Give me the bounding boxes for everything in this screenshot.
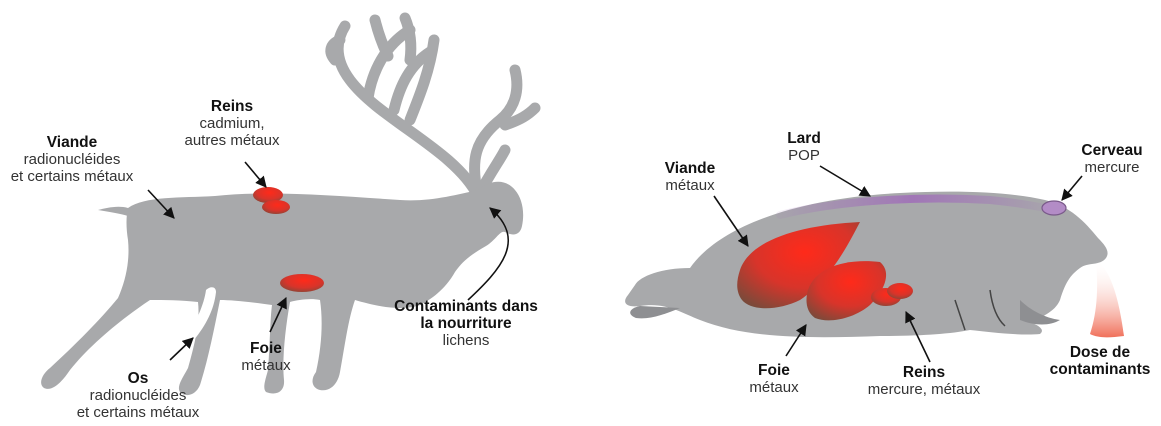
caribou-antlers (331, 18, 535, 196)
label-seal-foie: Foie métaux (749, 362, 798, 396)
label-line: mercure (1081, 159, 1142, 176)
caribou-kidney-2 (262, 200, 290, 214)
label-caribou-foie: Foie métaux (241, 340, 290, 374)
arrow-seal-cerveau (1062, 176, 1082, 200)
label-seal-dose: Dose de contaminants (1050, 344, 1151, 378)
label-title: Cerveau (1081, 142, 1142, 159)
label-line: métaux (749, 379, 798, 396)
label-line: métaux (665, 177, 716, 194)
label-title: Dose de (1050, 344, 1151, 361)
dose-cone (1090, 260, 1124, 337)
seal-kidney-2 (887, 283, 913, 299)
label-title: Lard (787, 130, 821, 147)
arrow-seal-lard (820, 166, 870, 196)
arrow-caribou-os (170, 338, 193, 360)
label-title: Viande (665, 160, 716, 177)
label-caribou-contaminants: Contaminants dans la nourriture lichens (394, 298, 538, 349)
label-title: Viande (11, 134, 134, 151)
label-seal-viande: Viande métaux (665, 160, 716, 194)
label-line: et certains métaux (77, 404, 200, 421)
label-line: et certains métaux (11, 168, 134, 185)
label-title: Reins (868, 364, 981, 381)
label-title: Foie (241, 340, 290, 357)
caribou-tail (98, 207, 128, 216)
label-caribou-os: Os radionucléides et certains métaux (77, 370, 200, 421)
caribou-liver (280, 274, 324, 292)
seal-tail-fin (630, 306, 680, 318)
label-line: POP (787, 147, 821, 164)
arrow-caribou-reins (245, 162, 266, 187)
label-line: métaux (241, 357, 290, 374)
label-title: Os (77, 370, 200, 387)
label-caribou-reins: Reins cadmium, autres métaux (184, 98, 279, 149)
label-line: radionucléides (11, 151, 134, 168)
label-line: autres métaux (184, 132, 279, 149)
label-line: lichens (394, 332, 538, 349)
label-seal-cerveau: Cerveau mercure (1081, 142, 1142, 176)
label-line: radionucléides (77, 387, 200, 404)
label-title: contaminants (1050, 361, 1151, 378)
label-title: la nourriture (394, 315, 538, 332)
seal (625, 192, 1124, 338)
label-title: Reins (184, 98, 279, 115)
label-line: cadmium, (184, 115, 279, 132)
label-line: mercure, métaux (868, 381, 981, 398)
label-seal-lard: Lard POP (787, 130, 821, 164)
seal-brain (1042, 201, 1066, 215)
label-title: Contaminants dans (394, 298, 538, 315)
label-caribou-viande: Viande radionucléides et certains métaux (11, 134, 134, 185)
label-title: Foie (749, 362, 798, 379)
label-seal-reins: Reins mercure, métaux (868, 364, 981, 398)
